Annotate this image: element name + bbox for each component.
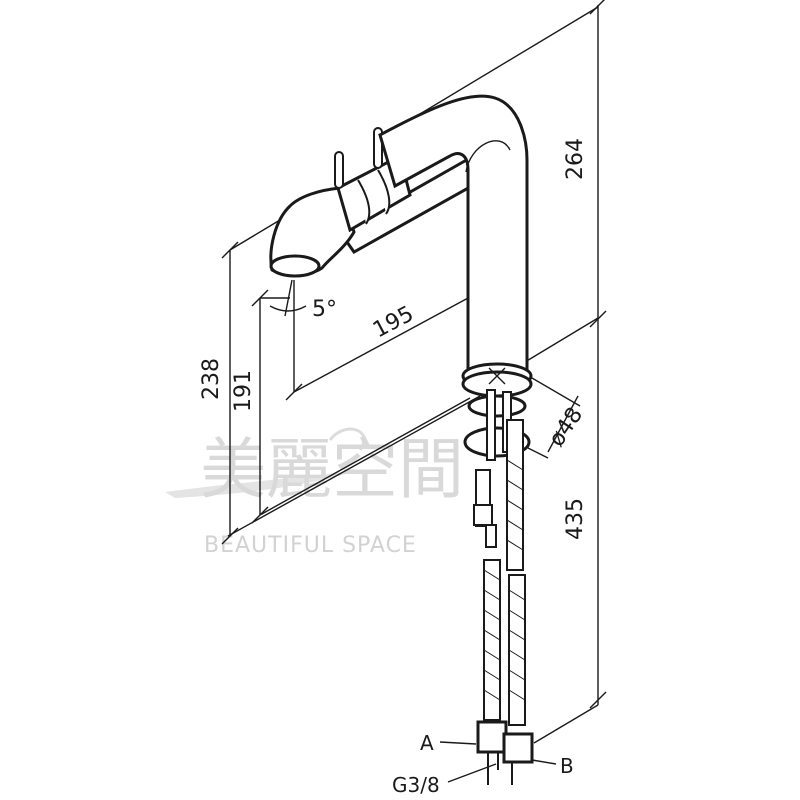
base-diameter-dimension bbox=[527, 377, 581, 459]
vertical-dimension-line bbox=[589, 0, 607, 709]
left-dimension-lines bbox=[221, 241, 290, 545]
dimension-spout-height-inner: 191 bbox=[231, 370, 256, 412]
watermark-chinese: 美麗空間 bbox=[200, 431, 464, 508]
dimension-height-top: 264 bbox=[563, 138, 588, 180]
label-hose-a: A bbox=[420, 731, 434, 755]
supply-hoses bbox=[473, 419, 526, 726]
faucet-handles bbox=[334, 127, 383, 189]
watermark: 美麗空間 BEAUTIFUL SPACE bbox=[165, 427, 464, 558]
watermark-english: BEAUTIFUL SPACE bbox=[204, 533, 417, 558]
faucet-spout bbox=[269, 153, 489, 278]
dimension-spout-height-outer: 238 bbox=[199, 358, 224, 400]
dimension-spout-angle: 5° bbox=[312, 297, 337, 322]
hose-braid bbox=[483, 459, 526, 701]
label-hose-b: B bbox=[560, 754, 574, 778]
dimension-height-bottom: 435 bbox=[563, 498, 588, 540]
dimension-base-diameter: ø48 bbox=[544, 403, 588, 451]
dimension-spout-reach: 195 bbox=[369, 302, 418, 344]
faucet-body bbox=[378, 94, 529, 374]
angle-indicator bbox=[269, 279, 307, 317]
label-leaders bbox=[439, 741, 557, 783]
label-thread: G3/8 bbox=[392, 773, 440, 797]
hose-fittings bbox=[476, 720, 534, 785]
